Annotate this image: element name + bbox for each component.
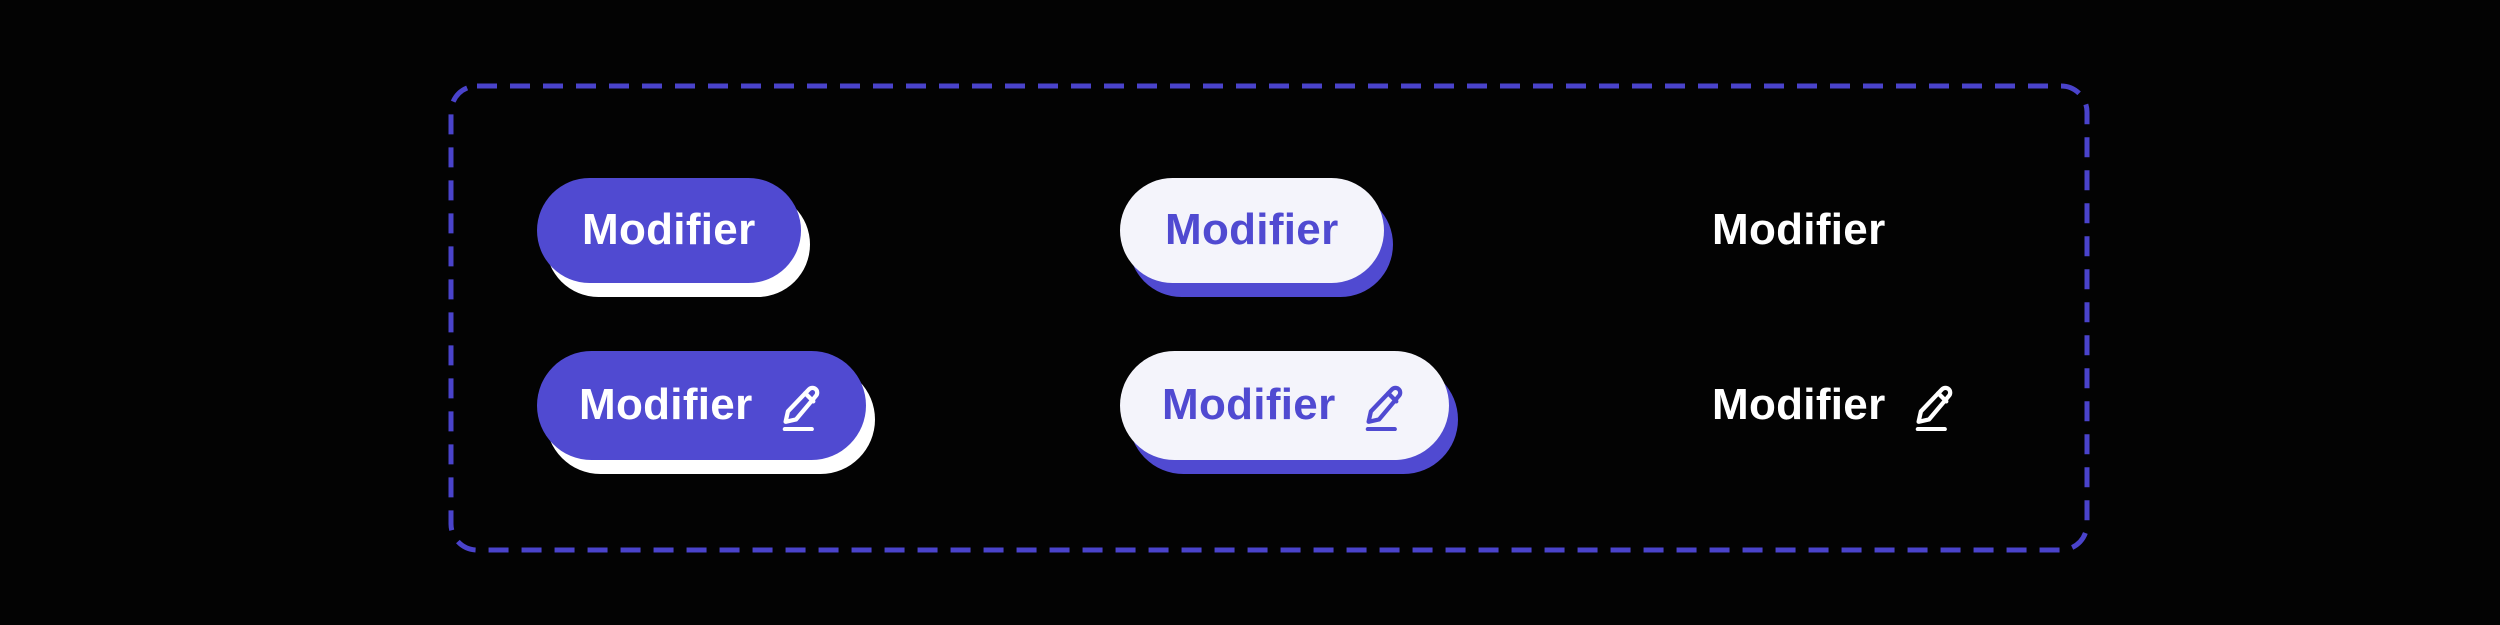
button-label: Modifier [1162,380,1336,430]
text-button[interactable]: Modifier [1712,178,1886,283]
cell-primary-button: Modifier [537,178,801,283]
cell-light-button: Modifier [1120,178,1384,283]
cell-text-button-with-icon: Modifier [1712,351,1959,460]
light-button[interactable]: Modifier [1120,178,1384,283]
cell-text-button: Modifier [1712,178,1886,283]
button-label: Modifier [582,205,756,255]
primary-button-with-icon[interactable]: Modifier [537,351,866,460]
button-label: Modifier [1165,205,1339,255]
cell-light-button-with-icon: Modifier [1120,351,1449,460]
light-button-with-icon[interactable]: Modifier [1120,351,1449,460]
pencil-line-icon [776,381,826,431]
primary-button[interactable]: Modifier [537,178,801,283]
button-label: Modifier [579,380,753,430]
button-label: Modifier [1712,205,1886,255]
text-button-with-icon[interactable]: Modifier [1712,351,1959,460]
dashed-border [448,83,2090,553]
pencil-line-icon [1359,381,1409,431]
pencil-line-icon [1909,381,1959,431]
component-group-dashed-frame [448,83,2090,553]
button-label: Modifier [1712,380,1886,430]
cell-primary-button-with-icon: Modifier [537,351,866,460]
